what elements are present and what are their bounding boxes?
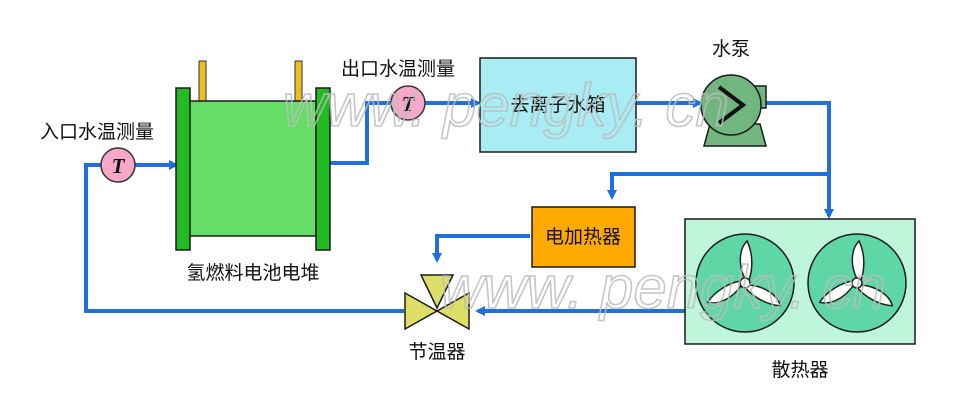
stack-terminal-left [198, 60, 207, 104]
thermostat-valve [404, 274, 470, 331]
inlet-temp-label: 入口水温测量 [40, 121, 154, 143]
heater-label: 电加热器 [545, 226, 621, 248]
radiator-fan-left [695, 233, 795, 333]
stack-end-plate-left [175, 87, 191, 251]
inlet-sensor-symbol: T [112, 154, 126, 178]
inlet-temp-sensor: T [100, 147, 136, 183]
tank-label: 去离子水箱 [510, 94, 605, 116]
valve-right [435, 291, 470, 331]
valve-left [404, 291, 439, 331]
pipe-branch-to-heater [607, 172, 829, 200]
water-pump [700, 74, 767, 147]
outlet-sensor-symbol: T [402, 92, 416, 116]
pump-chevron [717, 85, 747, 125]
deionized-water-tank: 去离子水箱 [479, 57, 637, 153]
outlet-temp-label: 出口水温测量 [341, 58, 455, 80]
watermark-top: www. pengky. cn [283, 72, 729, 139]
stack-label: 氢燃料电池电堆 [186, 262, 319, 284]
watermark-bottom: www. pengky. cn [440, 254, 886, 321]
radiator [684, 218, 916, 345]
radiator-label: 散热器 [771, 359, 828, 381]
pump-label: 水泵 [712, 38, 750, 60]
pump-housing [700, 74, 762, 136]
radiator-fan-right [807, 233, 907, 333]
pipe-heater-to-valve [432, 234, 530, 263]
fuel-cell-stack [175, 60, 331, 251]
electric-heater: 电加热器 [531, 206, 636, 268]
outlet-temp-sensor: T [390, 85, 426, 121]
valve-top [419, 274, 455, 310]
pipe-pump-to-radiator [764, 101, 834, 219]
valve-label: 节温器 [408, 341, 465, 363]
stack-end-plate-right [315, 87, 331, 251]
